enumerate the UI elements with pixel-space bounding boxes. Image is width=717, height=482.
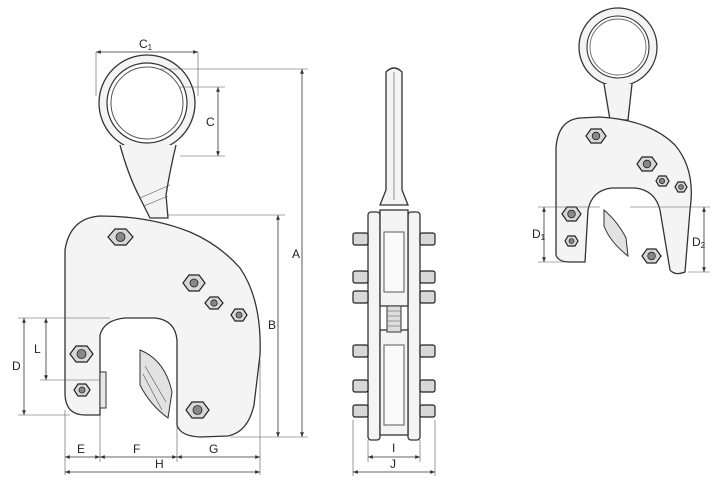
front-view: C1 C A B D L E F G <box>12 37 308 475</box>
label-h: H <box>155 457 164 471</box>
label-l: L <box>34 342 41 356</box>
label-g: G <box>209 442 218 456</box>
nut-top-left <box>107 228 134 246</box>
label-b: B <box>268 318 276 332</box>
clamp-body <box>64 215 261 438</box>
side-bolts <box>352 232 436 418</box>
clamp-body-open <box>555 116 692 275</box>
label-d2: D2 <box>692 235 706 250</box>
nut-bottom <box>185 401 210 419</box>
label-i: I <box>392 441 395 455</box>
label-e: E <box>77 442 85 456</box>
label-a: A <box>292 247 300 261</box>
nut-left-small <box>73 383 91 397</box>
label-d: D <box>12 359 21 373</box>
side-view: I J <box>352 67 436 476</box>
label-f: F <box>133 442 140 456</box>
open-view: D1 D2 <box>532 7 710 275</box>
label-j: J <box>390 457 396 471</box>
label-c1: C1 <box>139 37 153 52</box>
nut-mid-1 <box>182 274 206 292</box>
label-d1: D1 <box>532 227 546 242</box>
nut-mid-3 <box>230 308 248 322</box>
cam-jaw <box>139 349 173 419</box>
lifting-eye <box>98 54 196 219</box>
nut-left-jaw <box>69 345 94 363</box>
nut-mid-2 <box>204 296 224 310</box>
label-c: C <box>206 115 215 129</box>
